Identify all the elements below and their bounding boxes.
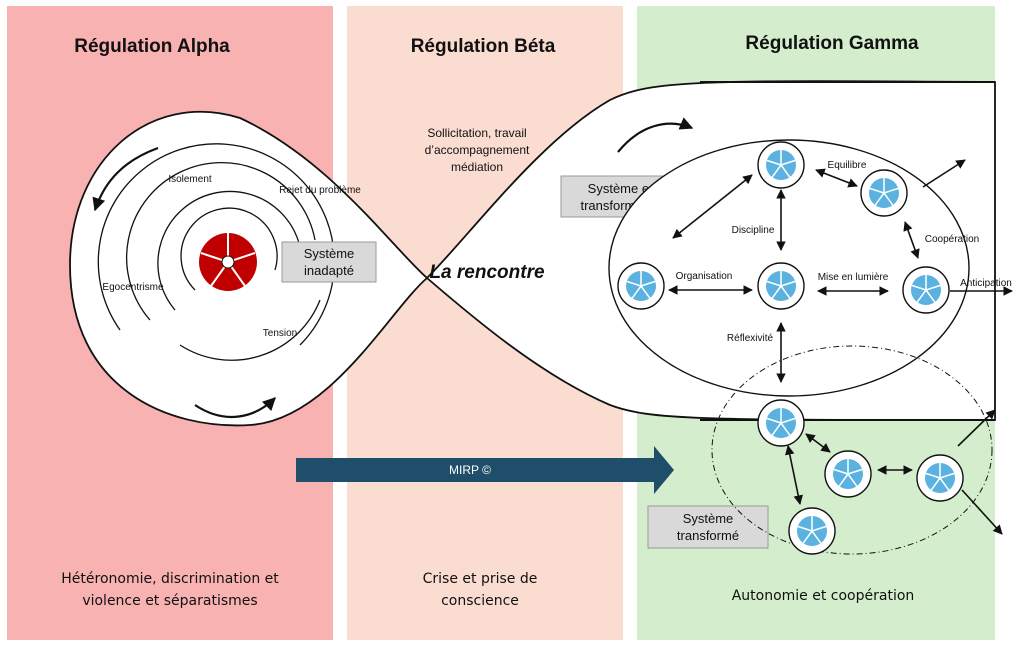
label-equilibre: Equilibre — [828, 160, 867, 171]
box-inadapte-line1: Système — [304, 246, 355, 261]
label-mise-en-lumiere: Mise en lumière — [818, 272, 889, 283]
transformed-system-ellipse — [711, 345, 993, 555]
label-organisation: Organisation — [676, 271, 733, 282]
box-transforme-line1: Système — [683, 511, 734, 526]
gamma-rotation-arrow — [617, 117, 694, 153]
center-label: La rencontre — [429, 262, 545, 283]
alpha-rotation-arrow-bottom — [194, 397, 276, 419]
spiral-arc-3 — [157, 190, 303, 311]
spiral-arc-4 — [180, 207, 278, 291]
alpha-title: Régulation Alpha — [74, 36, 230, 57]
box-inadapte-line2: inadapté — [304, 263, 354, 278]
alpha-footer-line2: violence et séparatismes — [82, 593, 257, 609]
gamma-node — [757, 141, 805, 189]
label-egocentrisme: Egocentrisme — [102, 282, 164, 293]
alpha-core — [199, 233, 257, 291]
gamma-node — [617, 262, 665, 310]
label-rejet: Rejet du problème — [279, 185, 361, 196]
box-transformation-line1: Système en — [588, 181, 657, 196]
beta-intro-line2: d’accompagnement — [425, 143, 530, 157]
spiral-arc-2 — [126, 161, 316, 321]
alpha-rotation-arrow-top — [92, 146, 159, 212]
alpha-footer-line1: Hétéronomie, discrimination et — [61, 571, 279, 587]
beta-intro-line3: médiation — [451, 160, 503, 174]
gamma-node — [916, 454, 964, 502]
label-isolement: Isolement — [168, 174, 212, 185]
beta-footer-line2: conscience — [441, 593, 519, 609]
gamma-node — [860, 169, 908, 217]
label-cooperation: Coopération — [925, 234, 979, 245]
mirp-label: MIRP © — [449, 463, 491, 477]
label-tension: Tension — [263, 328, 297, 339]
spiral-arc-5 — [179, 299, 321, 361]
gamma-node — [902, 266, 950, 314]
gamma-node — [824, 450, 872, 498]
box-systeme-transforme: Système transformé — [647, 505, 769, 549]
gamma-node — [788, 507, 836, 555]
mirp-arrow: MIRP © — [296, 446, 674, 494]
box-transforme-line2: transformé — [677, 528, 739, 543]
gamma-node — [757, 262, 805, 310]
label-anticipation: Anticipation — [960, 278, 1012, 289]
beta-intro-line1: Sollicitation, travail — [427, 126, 526, 140]
label-discipline: Discipline — [732, 225, 775, 236]
gamma-footer: Autonomie et coopération — [732, 588, 915, 604]
label-reflexivite: Réflexivité — [727, 333, 774, 344]
gamma-arrows — [668, 159, 1013, 535]
beta-footer-line1: Crise et prise de — [423, 571, 538, 587]
box-systeme-inadapte: Système inadapté — [281, 241, 377, 283]
gamma-node — [757, 399, 805, 447]
gamma-nodes — [617, 141, 964, 555]
gamma-title: Régulation Gamma — [745, 33, 919, 54]
beta-title: Régulation Béta — [411, 36, 556, 57]
